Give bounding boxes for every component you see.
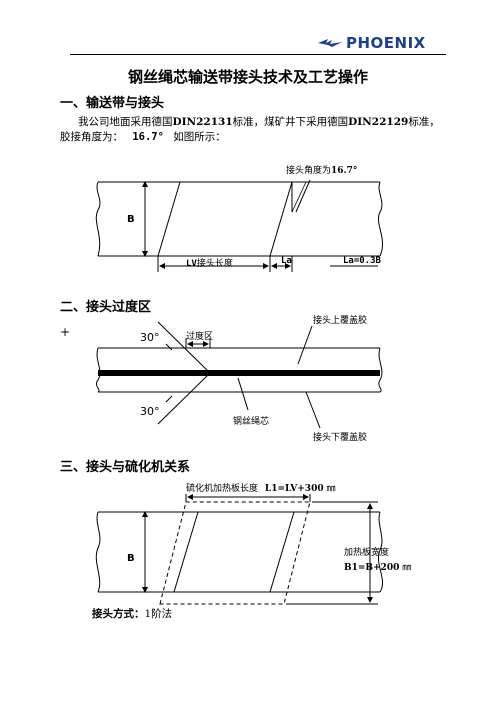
fig2-core-label: 钢丝绳芯 xyxy=(233,417,270,427)
company-logo: PHOENIX xyxy=(318,34,426,52)
document-title: 钢丝绳芯输送带接头技术及工艺操作 xyxy=(127,68,368,86)
fig3-vulcanizer-diagram xyxy=(95,494,384,605)
fig2-upper-cover-label: 接头上覆盖胶 xyxy=(313,316,368,326)
fig1-belt-diagram xyxy=(95,179,384,272)
section1-paragraph-line2: 胶接角度为： 16.7° 如图所示： xyxy=(60,131,226,143)
fig3-width-B: B xyxy=(127,553,135,564)
section2-heading: 二、接头过度区 xyxy=(60,300,152,315)
joint-method: 接头方式：1阶法 xyxy=(92,608,173,620)
phoenix-wing-icon xyxy=(318,39,342,47)
fig2-transition-label: 过度区 xyxy=(186,332,214,342)
fig2-angle-bottom: 30° xyxy=(140,405,160,418)
fig1-width-B: B xyxy=(127,214,135,225)
section1-paragraph-line1: 我公司地面采用德国DIN22131标准，煤矿井下采用德国DIN22129标准， xyxy=(78,116,440,128)
plus-sign: + xyxy=(60,325,71,339)
section3-heading: 三、接头与硫化机关系 xyxy=(60,460,191,475)
fig2-transition-diagram xyxy=(95,321,383,429)
logo-text: PHOENIX xyxy=(346,34,426,52)
section1-heading: 一、输送带与接头 xyxy=(60,96,165,111)
fig1-la-label: La xyxy=(281,256,292,266)
fig2-angle-top: 30° xyxy=(140,331,160,344)
header-rule xyxy=(70,54,446,55)
fig2-lower-cover-label: 接头下覆盖胶 xyxy=(313,433,368,443)
fig1-angle-label: 接头角度为16.7° xyxy=(286,166,358,176)
fig3-plate-width-label-a: 加热板宽度 xyxy=(344,548,390,558)
fig1-la-formula: La=0.3B xyxy=(343,256,381,266)
fig3-plate-length-label: 硫化机加热板长度 L1=LV+300 ㎜ xyxy=(186,484,336,494)
